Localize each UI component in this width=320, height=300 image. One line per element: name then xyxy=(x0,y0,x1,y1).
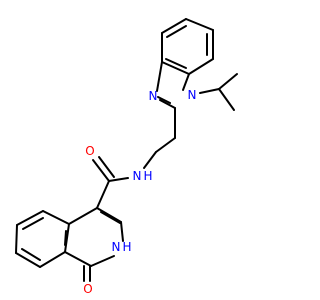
bond xyxy=(108,177,129,182)
bond xyxy=(64,251,92,267)
bond xyxy=(161,61,190,75)
atom-label-n-amide: N xyxy=(133,169,142,183)
atom-label-n-benzimidazole-3: N xyxy=(149,89,158,103)
bond xyxy=(92,159,110,182)
atom-label-o-isoquinolinone: O xyxy=(83,282,92,296)
bond xyxy=(218,73,238,90)
bonds xyxy=(15,18,238,282)
bond xyxy=(15,252,41,268)
bond xyxy=(120,221,124,242)
bond xyxy=(96,180,110,209)
atom-label-n-isoquinolinone: N xyxy=(112,240,121,254)
bond xyxy=(188,58,214,75)
bond xyxy=(21,248,41,261)
bond xyxy=(185,18,214,31)
bond xyxy=(16,210,44,226)
bond xyxy=(161,18,187,34)
bond xyxy=(90,255,115,267)
bond xyxy=(159,99,176,109)
bond xyxy=(15,224,18,254)
bond xyxy=(182,73,190,91)
bond xyxy=(22,217,44,230)
bond xyxy=(165,58,187,69)
bond xyxy=(68,207,98,225)
bond xyxy=(157,96,171,104)
bond xyxy=(98,156,115,178)
atom-label-o-amide: O xyxy=(85,144,94,158)
bond xyxy=(166,25,187,38)
bond xyxy=(155,137,176,153)
atom-label-h-amide: H xyxy=(143,169,152,183)
bond xyxy=(143,151,157,169)
atom-label-n-benzimidazole-1: N xyxy=(188,88,197,102)
bond xyxy=(42,210,70,225)
bond xyxy=(100,211,121,224)
bond xyxy=(64,223,70,253)
bond xyxy=(199,88,220,94)
bond xyxy=(218,88,235,111)
bond xyxy=(39,251,66,268)
molecule-structure-diagram: N N N H O N H O xyxy=(15,18,238,296)
bond xyxy=(156,61,163,92)
bond xyxy=(96,207,122,223)
bond xyxy=(64,230,67,246)
atom-labels: N N N H O N H O xyxy=(83,88,196,296)
atom-label-h-isoquinolinone: H xyxy=(122,240,131,254)
